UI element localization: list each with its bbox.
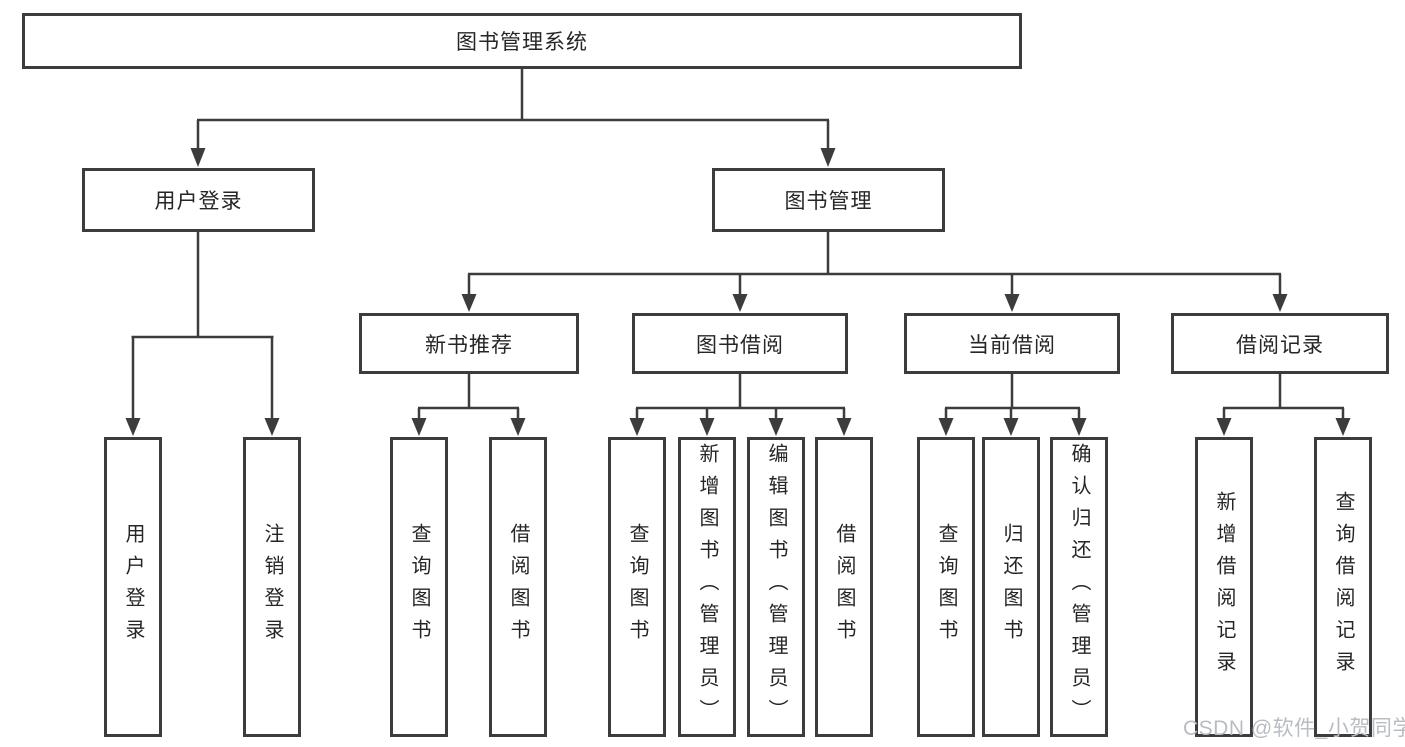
node-leaf-borrow-books-borrowing: 借阅图书 <box>815 437 873 737</box>
node-leaf-edit-books-admin: 编辑图书（管理员） <box>747 437 805 737</box>
node-borrowing-records: 借阅记录 <box>1171 313 1389 374</box>
node-current-borrowing: 当前借阅 <box>904 313 1120 374</box>
node-leaf-add-borrow-record: 新增借阅记录 <box>1195 437 1253 737</box>
node-book-management: 图书管理 <box>712 168 945 232</box>
node-user-login-group: 用户登录 <box>82 168 315 232</box>
node-leaf-logout: 注销登录 <box>243 437 301 737</box>
node-leaf-borrow-books-recommend: 借阅图书 <box>489 437 547 737</box>
node-leaf-query-borrow-record: 查询借阅记录 <box>1314 437 1372 737</box>
connector-segments <box>131 69 1345 420</box>
csdn-watermark: CSDN @软件_小贺同学 <box>1183 717 1405 740</box>
node-leaf-add-books-admin: 新增图书（管理员） <box>678 437 736 737</box>
node-book-borrowing: 图书借阅 <box>632 313 848 374</box>
node-leaf-user-login: 用户登录 <box>104 437 162 737</box>
node-new-book-recommendation: 新书推荐 <box>359 313 579 374</box>
node-leaf-return-books: 归还图书 <box>982 437 1040 737</box>
node-leaf-query-books-current: 查询图书 <box>917 437 975 737</box>
node-leaf-confirm-return-admin: 确认归还（管理员） <box>1050 437 1108 737</box>
node-leaf-query-books-recommend: 查询图书 <box>390 437 448 737</box>
node-leaf-query-books-borrowing: 查询图书 <box>608 437 666 737</box>
node-library-management-system: 图书管理系统 <box>22 13 1022 69</box>
